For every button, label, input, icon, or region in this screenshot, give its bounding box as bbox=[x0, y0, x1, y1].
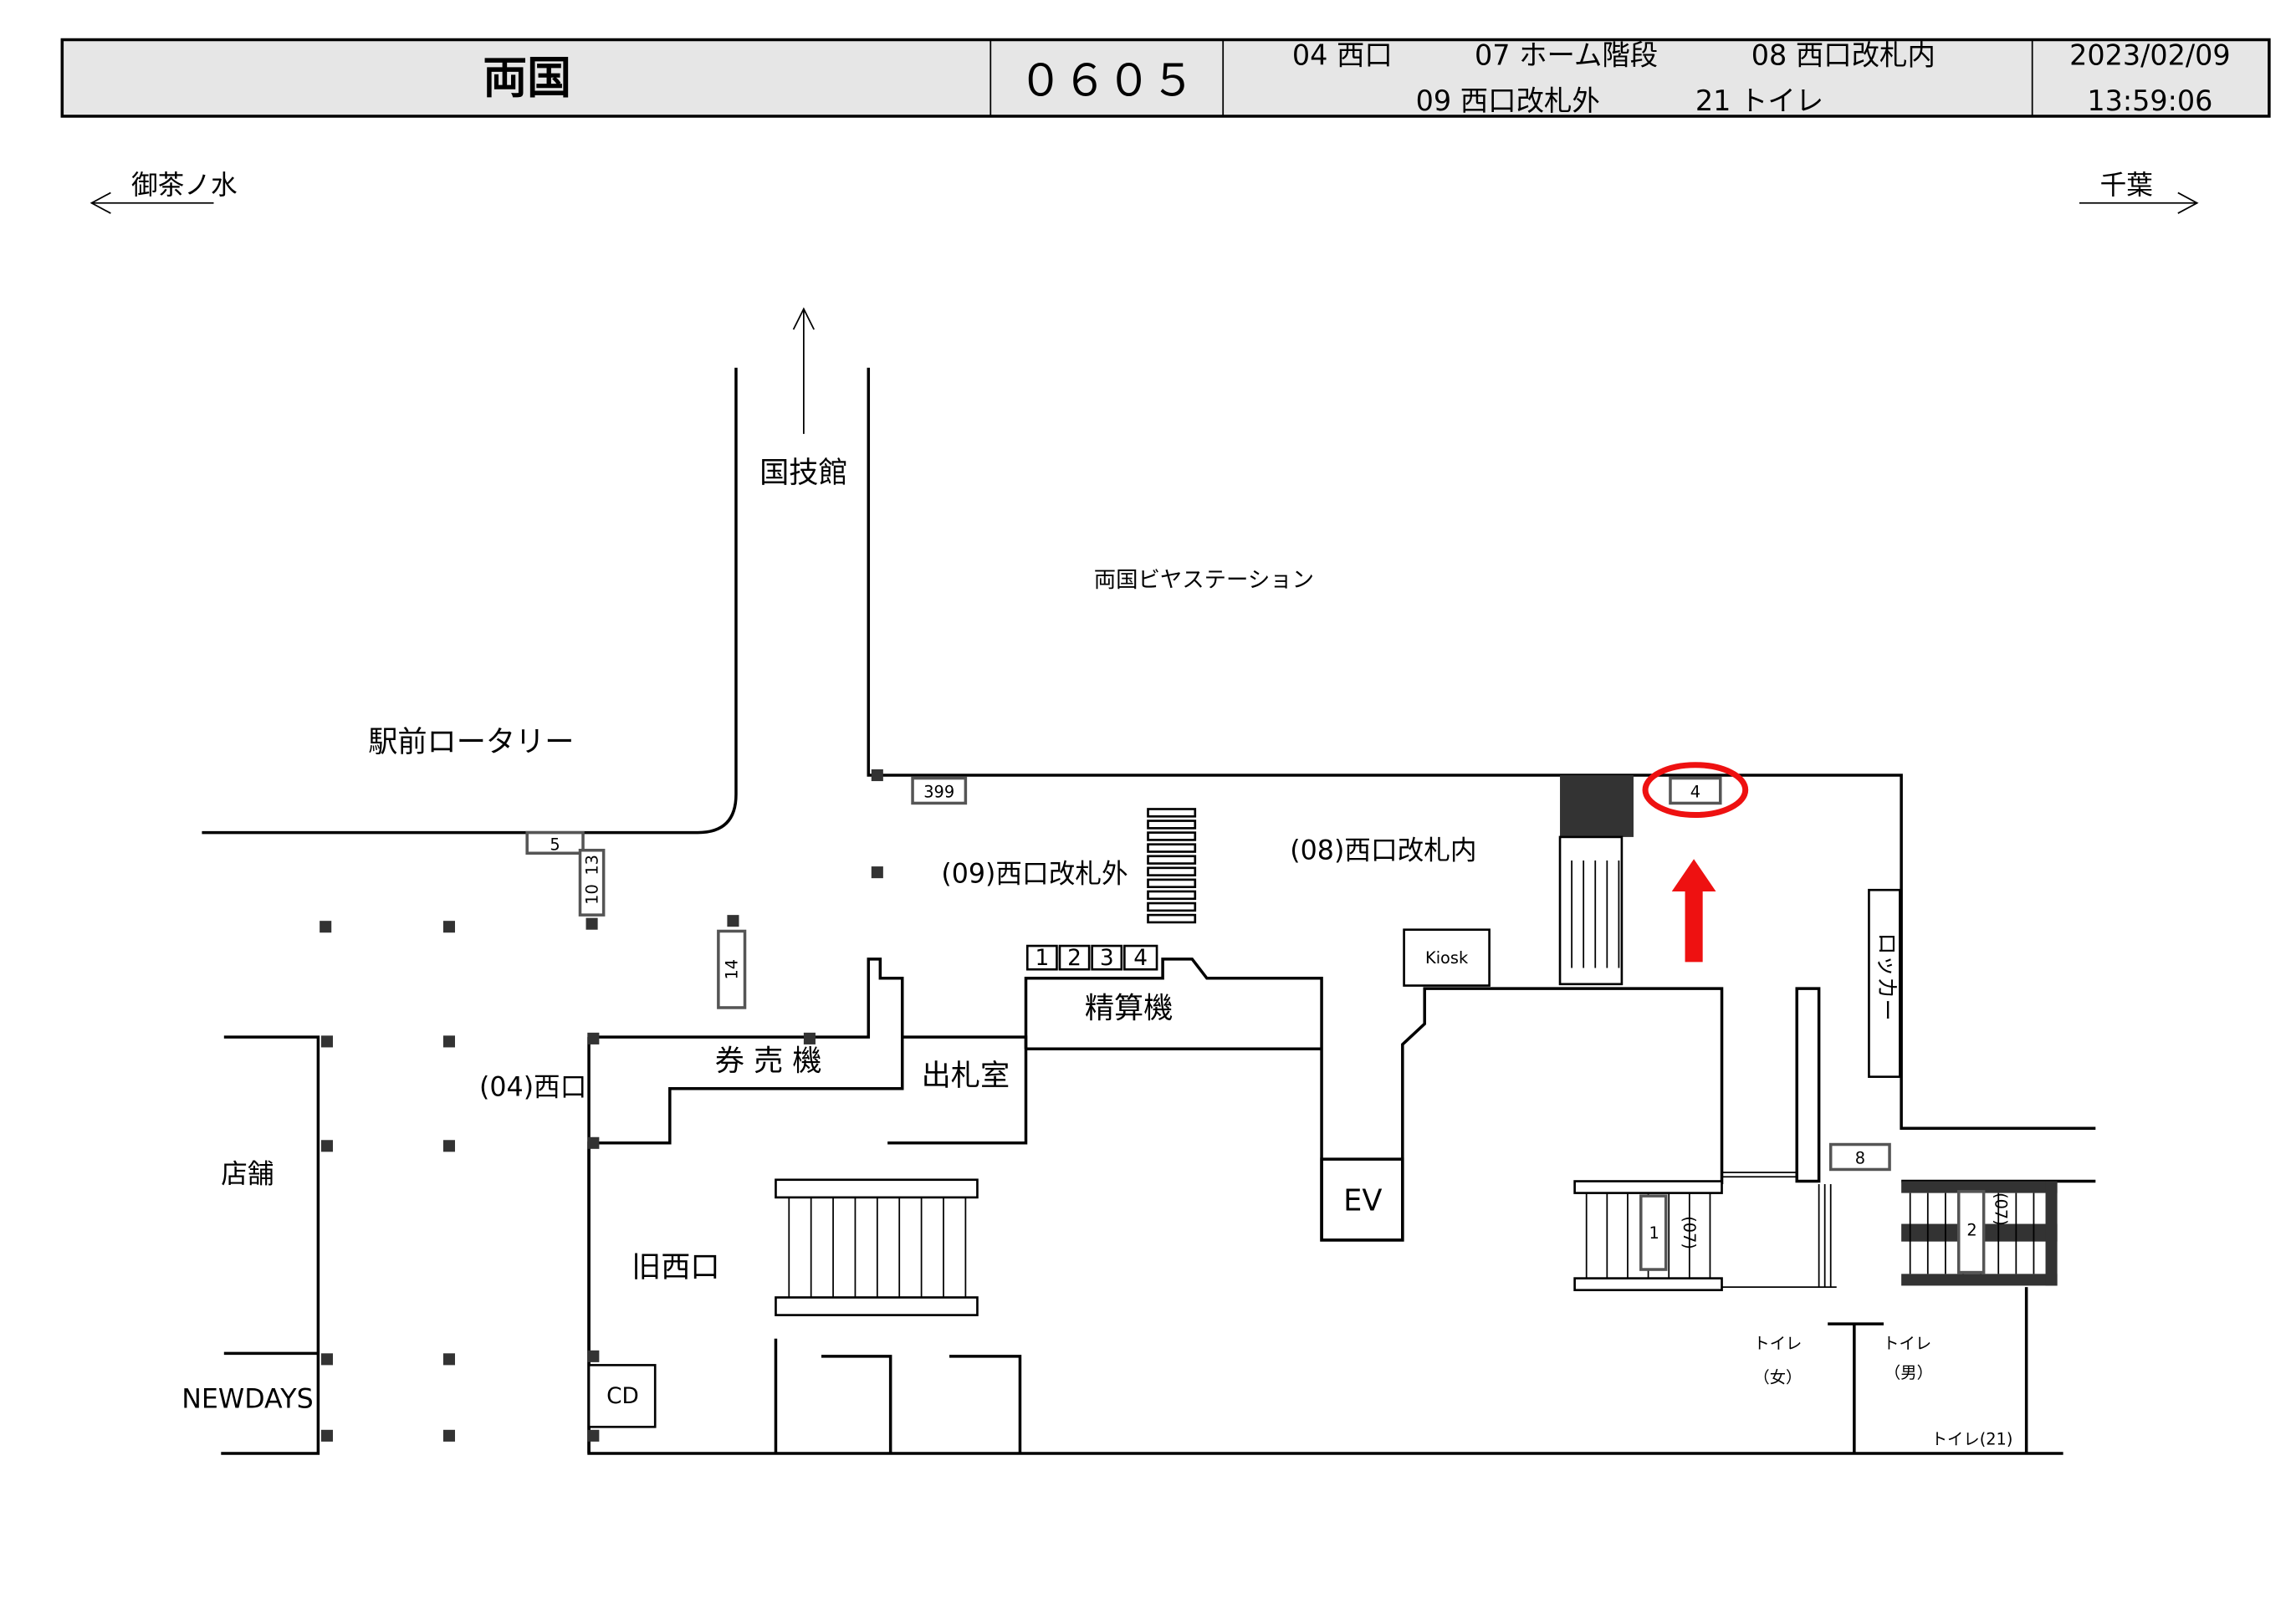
legend-04: 04 西口 bbox=[1292, 38, 1393, 71]
ticket-machines-label: 券 売 機 bbox=[715, 1044, 822, 1079]
marker-5: 5 bbox=[525, 830, 585, 855]
direction-left: 御茶ノ水 bbox=[89, 171, 238, 214]
stairs-07-right: 2 (07) bbox=[1901, 1181, 2058, 1286]
svg-text:(07): (07) bbox=[1992, 1192, 2011, 1226]
gate-slat bbox=[1147, 913, 1197, 924]
locker: ロッカー bbox=[1868, 888, 1901, 1078]
marker-14: 14 bbox=[717, 929, 747, 1009]
pillar bbox=[587, 1136, 600, 1149]
svg-text:御茶ノ水: 御茶ノ水 bbox=[131, 171, 238, 201]
svg-text:千葉: 千葉 bbox=[2100, 171, 2153, 201]
pillar bbox=[727, 915, 739, 927]
gate-outside-label: (09)西口改札外 bbox=[941, 859, 1128, 889]
svg-text:399: 399 bbox=[923, 782, 954, 801]
svg-text:4: 4 bbox=[1690, 782, 1700, 801]
svg-text:4: 4 bbox=[1133, 946, 1148, 971]
marker-10-13: 10 13 bbox=[578, 848, 606, 917]
gate-slat bbox=[1147, 808, 1197, 818]
gate-slat bbox=[1147, 855, 1197, 865]
legend-09: 09 西口改札外 bbox=[1416, 84, 1600, 117]
gate-slat bbox=[1147, 890, 1197, 901]
station-name: 両国 bbox=[483, 53, 571, 104]
pillar bbox=[586, 917, 598, 930]
gate-slat bbox=[1147, 831, 1197, 841]
legend-08: 08 西口改札内 bbox=[1751, 38, 1935, 71]
pillar bbox=[442, 1035, 455, 1048]
gate-slat bbox=[1147, 901, 1197, 912]
svg-text:1: 1 bbox=[1035, 946, 1049, 971]
direction-up: 国技館 bbox=[759, 307, 848, 490]
beer-station-label: 両国ビヤステーション bbox=[1094, 568, 1314, 593]
toilet-m-sub: （男） bbox=[1884, 1363, 1933, 1382]
svg-text:ロッカー: ロッカー bbox=[1874, 932, 1899, 1021]
svg-text:10: 10 bbox=[583, 884, 602, 905]
svg-text:2: 2 bbox=[1067, 946, 1082, 971]
svg-text:13: 13 bbox=[583, 855, 602, 876]
toilet-m-label: トイレ bbox=[1883, 1334, 1931, 1353]
direction-right: 千葉 bbox=[2079, 171, 2199, 214]
svg-text:2: 2 bbox=[1966, 1221, 1976, 1240]
toilet-f-sub: （女） bbox=[1753, 1368, 1802, 1387]
west-exit-label: (04)西口 bbox=[479, 1072, 586, 1102]
svg-text:(07): (07) bbox=[1680, 1216, 1699, 1249]
gate-slat bbox=[1147, 878, 1197, 889]
pillar bbox=[587, 1429, 600, 1442]
svg-text:CD: CD bbox=[606, 1384, 639, 1409]
ticket-gates bbox=[1147, 808, 1197, 924]
gate-slat bbox=[1147, 843, 1197, 853]
pillar bbox=[442, 1353, 455, 1366]
fare-adjust-label: 精算機 bbox=[1085, 991, 1174, 1025]
stairs-center bbox=[775, 1178, 979, 1316]
svg-text:国技館: 国技館 bbox=[759, 456, 848, 490]
toilet-21-label: トイレ(21) bbox=[1931, 1429, 2013, 1448]
rotary-label: 駅前ロータリー bbox=[368, 725, 574, 759]
red-arrow-icon bbox=[1671, 859, 1716, 963]
ev-label: EV bbox=[1343, 1184, 1382, 1218]
svg-text:3: 3 bbox=[1100, 946, 1114, 971]
pillar bbox=[320, 1429, 333, 1442]
marker-4-highlighted: 4 bbox=[1642, 762, 1749, 819]
gate-slat bbox=[1147, 820, 1197, 830]
cd-atm: CD bbox=[587, 1364, 657, 1428]
svg-text:5: 5 bbox=[550, 835, 560, 855]
pillar bbox=[320, 1353, 333, 1366]
kiosk: Kiosk bbox=[1403, 928, 1491, 987]
toilet-f-label: トイレ bbox=[1753, 1334, 1802, 1353]
pillar bbox=[587, 1350, 600, 1362]
pillar bbox=[320, 921, 332, 933]
pillar bbox=[320, 1140, 333, 1152]
pillar bbox=[871, 769, 883, 782]
pillar bbox=[442, 1429, 455, 1442]
gate-inside-label: (08)西口改札内 bbox=[1290, 835, 1476, 866]
shop-label: 店舗 bbox=[221, 1159, 274, 1189]
elevator bbox=[1320, 1157, 1404, 1242]
ticket-office-label: 出札室 bbox=[922, 1059, 1010, 1093]
pillar bbox=[587, 1032, 600, 1044]
legend-07: 07 ホーム階段 bbox=[1475, 38, 1658, 71]
newdays-label: NEWDAYS bbox=[182, 1384, 313, 1414]
svg-text:Kiosk: Kiosk bbox=[1425, 948, 1469, 968]
pillar bbox=[442, 1140, 455, 1152]
header-bar: 両国 ０６０５ 04 西口 07 ホーム階段 08 西口改札内 09 西口改札外… bbox=[60, 38, 2271, 118]
marker-8: 8 bbox=[1828, 1142, 1891, 1172]
stairs-07-left: 1 (07) bbox=[1573, 1172, 1837, 1292]
svg-text:14: 14 bbox=[723, 959, 742, 980]
pillars bbox=[320, 769, 883, 1442]
pillar bbox=[442, 921, 455, 933]
time: 13:59:06 bbox=[2087, 84, 2212, 117]
pillar bbox=[320, 1035, 333, 1048]
pillar bbox=[803, 1032, 816, 1044]
station-code: ０６０５ bbox=[1019, 55, 1195, 106]
svg-text:1: 1 bbox=[1649, 1223, 1659, 1243]
pillar bbox=[871, 866, 883, 879]
stairs-08 bbox=[1558, 775, 1634, 986]
old-west-exit-label: 旧西口 bbox=[632, 1250, 720, 1284]
marker-399: 399 bbox=[911, 776, 968, 805]
date: 2023/02/09 bbox=[2069, 38, 2231, 71]
fare-machines: 1 2 3 4 bbox=[1025, 944, 1158, 971]
gate-slat bbox=[1147, 866, 1197, 876]
svg-text:8: 8 bbox=[1855, 1148, 1865, 1167]
legend-21: 21 トイレ bbox=[1695, 84, 1823, 117]
